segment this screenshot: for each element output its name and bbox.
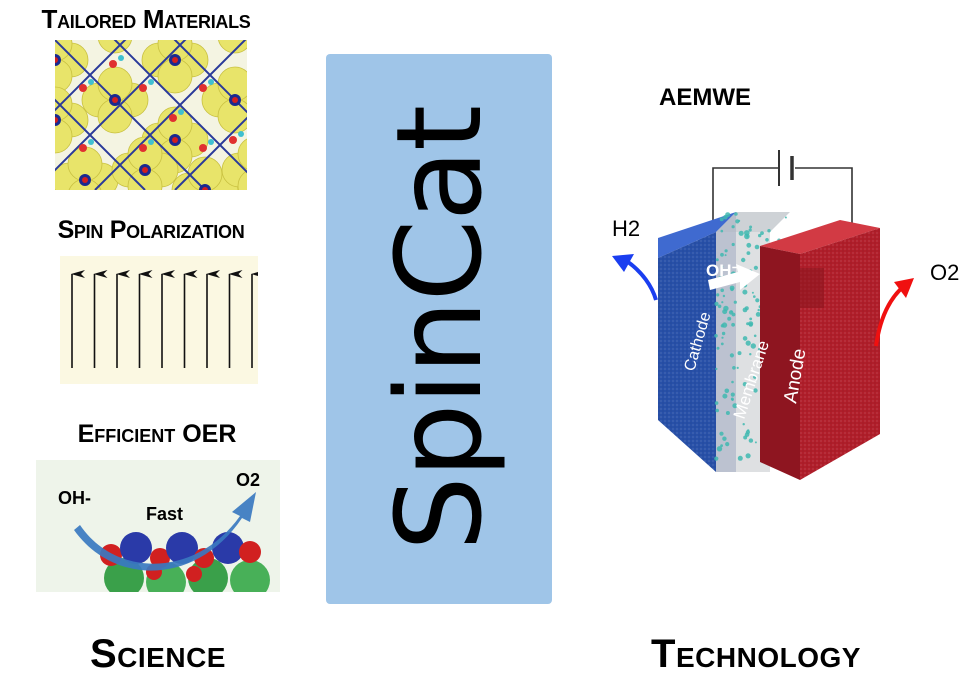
spin-arrows-svg: [71, 270, 258, 368]
o2-label: O2: [930, 260, 959, 285]
spincat-banner: SpinCat: [326, 54, 552, 604]
oxygen-atom: [229, 136, 237, 144]
spin-arrows-image: [60, 256, 258, 384]
aemwe-device-diagram: H2 O2 OH⁻ Cathode Membrane Anode: [612, 150, 959, 480]
battery-circuit: [712, 150, 853, 232]
oer-product-label: O2: [236, 470, 260, 490]
oxygen-atom: [79, 144, 87, 152]
o2-arrowhead: [894, 278, 914, 298]
oer-reactant-label: OH-: [58, 488, 91, 508]
anode-block: [760, 220, 880, 480]
spincat-brand-text: SpinCat: [370, 106, 508, 552]
column-title-technology: Technology: [651, 632, 861, 676]
oxygen-atom: [169, 114, 177, 122]
aemwe-title: AEMWE: [659, 84, 751, 111]
heading-spin-polarization: Spin Polarization: [57, 216, 245, 244]
crystal-structure-svg: [55, 40, 247, 190]
o2-output-arrow: [874, 284, 906, 347]
oxygen-atom: [79, 84, 87, 92]
oxygen-atom: [199, 144, 207, 152]
oer-mechanism-image: OH- Fast O2: [36, 460, 280, 592]
heading-tailored-materials: Tailored Materials: [41, 4, 251, 34]
hydroxide-label: OH⁻: [706, 261, 741, 280]
spin-up-arrows: [71, 270, 258, 368]
crystal-structure-image: [55, 40, 247, 190]
oer-rate-label: Fast: [146, 504, 183, 524]
h2-label: H2: [612, 216, 640, 241]
oxygen-atom: [139, 144, 147, 152]
crystal-atoms: [55, 54, 244, 190]
heading-efficient-oer: Efficient OER: [77, 420, 237, 448]
oxygen-atom: [109, 60, 117, 68]
h2-output-arrow: [626, 260, 658, 301]
h2-arrowhead: [612, 254, 634, 272]
oxygen-atom: [199, 84, 207, 92]
oer-mechanism-svg: OH- Fast O2: [36, 460, 280, 592]
hydroxide-flow-arrow: [708, 264, 760, 290]
column-title-science: Science: [90, 632, 226, 676]
electron-density-lobes: [55, 40, 247, 190]
crystal-bonds: [55, 40, 247, 190]
oxygen-atom: [139, 84, 147, 92]
